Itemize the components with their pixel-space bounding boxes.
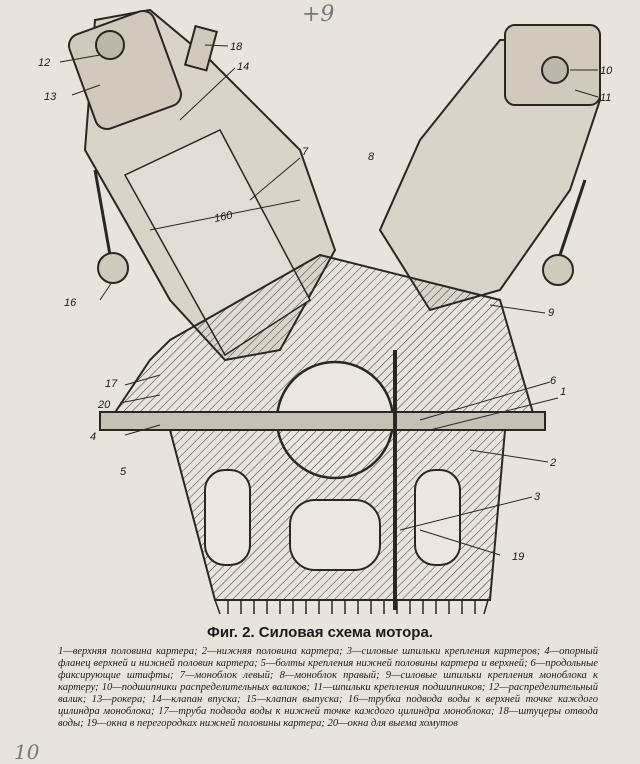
label-13: 13 — [44, 91, 57, 103]
crankcase-window-center — [289, 499, 381, 571]
left-water-tube — [93, 169, 112, 256]
engine-section-drawing: 1 2 3 4 5 6 7 8 9 10 11 12 13 14 16 17 1… — [38, 8, 613, 615]
handwritten-note-top: +9 — [302, 2, 335, 27]
label-14: 14 — [237, 61, 249, 73]
label-7: 7 — [302, 146, 309, 158]
support-flange — [99, 411, 546, 431]
label-9: 9 — [548, 307, 554, 319]
label-11: 11 — [600, 92, 611, 104]
label-1: 1 — [560, 386, 566, 398]
label-19: 19 — [512, 551, 524, 563]
crankcase-window-right — [414, 469, 461, 566]
water-outlet-fitting — [183, 24, 218, 72]
label-20: 20 — [97, 399, 111, 411]
left-camshaft — [95, 30, 125, 60]
dimension-160: 160 — [213, 209, 234, 225]
figure-caption: Фиг. 2. Силовая схема мотора. — [207, 624, 433, 641]
label-5: 5 — [120, 466, 127, 478]
figure-legend: 1—верхняя половина картера; 2—нижняя пол… — [58, 646, 598, 729]
left-water-tube-end — [97, 252, 129, 284]
right-water-tube — [558, 179, 587, 256]
bottom-fins — [214, 599, 489, 615]
right-water-tube-end — [542, 254, 574, 286]
label-17: 17 — [105, 378, 118, 390]
label-6: 6 — [550, 375, 557, 387]
label-12: 12 — [38, 57, 50, 69]
crankcase-window-left — [204, 469, 251, 566]
label-2: 2 — [549, 457, 556, 469]
label-8: 8 — [368, 151, 375, 163]
bore-dimension-line — [149, 199, 301, 231]
label-4: 4 — [90, 431, 96, 443]
right-camshaft — [541, 56, 569, 84]
handwritten-note-bottom: 10 — [14, 740, 40, 764]
label-16: 16 — [64, 297, 77, 309]
label-3: 3 — [534, 491, 541, 503]
label-18: 18 — [230, 41, 243, 53]
label-10: 10 — [600, 65, 613, 77]
